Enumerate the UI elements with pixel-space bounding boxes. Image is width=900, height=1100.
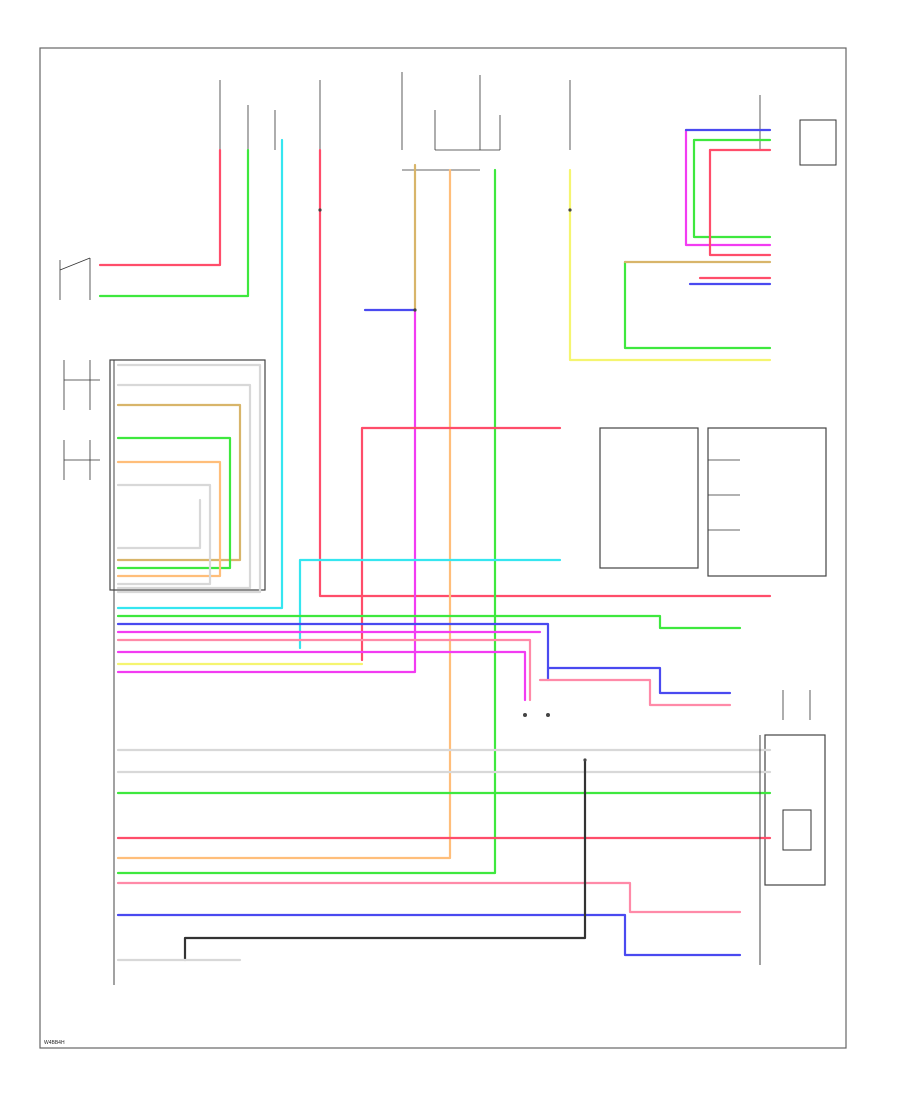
wire-green-4 bbox=[692, 138, 772, 239]
wire-blue-4 bbox=[116, 622, 550, 682]
wire-gray-4 bbox=[116, 498, 202, 550]
top-fuse-block bbox=[219, 72, 837, 171]
wire-blue-5 bbox=[546, 666, 732, 695]
wire-red-1 bbox=[98, 148, 222, 267]
wire-orange-2 bbox=[116, 460, 222, 578]
left-connector-block bbox=[63, 359, 266, 591]
diagram-id: W4BB4H bbox=[44, 1040, 65, 1046]
wire-magenta-2 bbox=[684, 128, 772, 247]
wire-yellow-1 bbox=[568, 168, 772, 362]
wire-red-2 bbox=[318, 148, 772, 598]
wire-black-1 bbox=[183, 758, 587, 962]
wire-harness bbox=[98, 128, 772, 962]
wire-red-3 bbox=[360, 426, 562, 662]
wire-orange-1 bbox=[116, 168, 452, 860]
wire-green-7 bbox=[116, 614, 742, 630]
wire-magenta-1 bbox=[116, 308, 417, 674]
wire-pink-2 bbox=[538, 678, 732, 707]
wire-gray-2 bbox=[116, 363, 262, 594]
wire-magenta-4 bbox=[116, 650, 527, 702]
connector-pins bbox=[318, 208, 587, 762]
wire-tan-3 bbox=[116, 403, 242, 562]
wire-pink-3 bbox=[116, 881, 742, 914]
wire-cyan-1 bbox=[116, 138, 284, 610]
wire-green-2 bbox=[116, 168, 497, 875]
wire-cyan-2 bbox=[298, 558, 562, 650]
wire-gray-3 bbox=[116, 383, 252, 590]
diagram-frame bbox=[39, 47, 847, 1049]
wire-pink-1 bbox=[116, 638, 532, 702]
wire-blue-6 bbox=[116, 913, 742, 957]
wire-red-5 bbox=[708, 148, 772, 257]
wire-green-3 bbox=[623, 260, 772, 350]
switch-top-left bbox=[59, 257, 91, 300]
wire-green-1 bbox=[98, 148, 250, 298]
wire-gray-1 bbox=[116, 483, 212, 586]
transmission-module bbox=[599, 427, 827, 577]
right-lower-module bbox=[764, 690, 826, 886]
wire-green-6 bbox=[116, 436, 232, 570]
